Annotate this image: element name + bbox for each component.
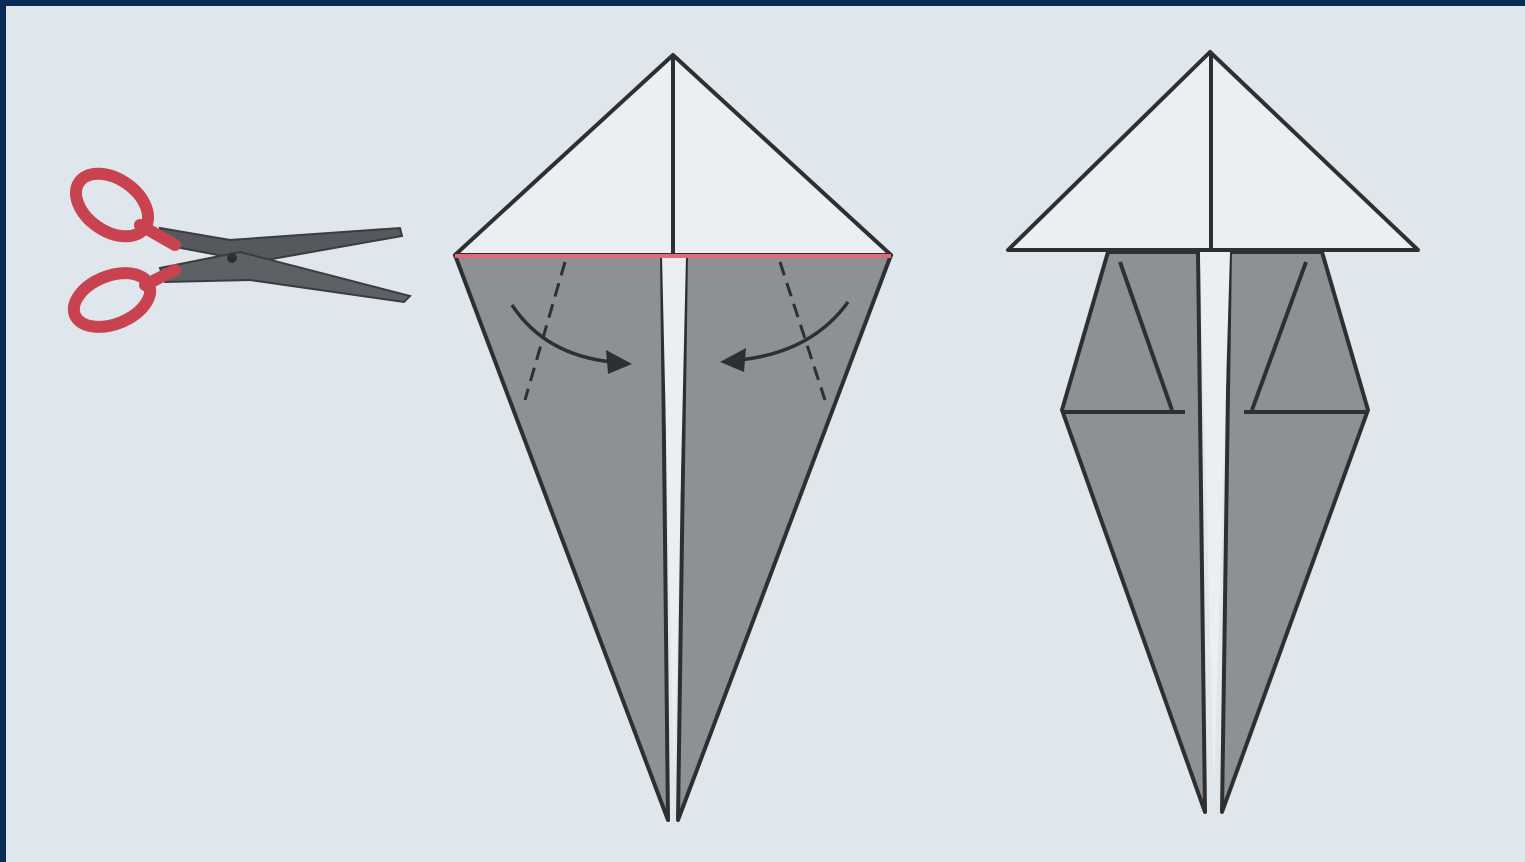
- kite-left-half: [455, 255, 668, 820]
- scissor-blade-lower: [160, 252, 410, 302]
- step-fold: [455, 55, 891, 820]
- result-left-body: [1062, 252, 1205, 812]
- scissor-blade-upper: [160, 228, 402, 262]
- step-result: [1008, 52, 1418, 812]
- scissor-handle-upper: [64, 161, 159, 249]
- scissor-handle-lower: [66, 263, 158, 337]
- result-right-body: [1222, 252, 1368, 812]
- scissors-icon: [64, 161, 410, 337]
- scissor-pivot: [227, 253, 237, 263]
- kite-right-half: [678, 255, 891, 820]
